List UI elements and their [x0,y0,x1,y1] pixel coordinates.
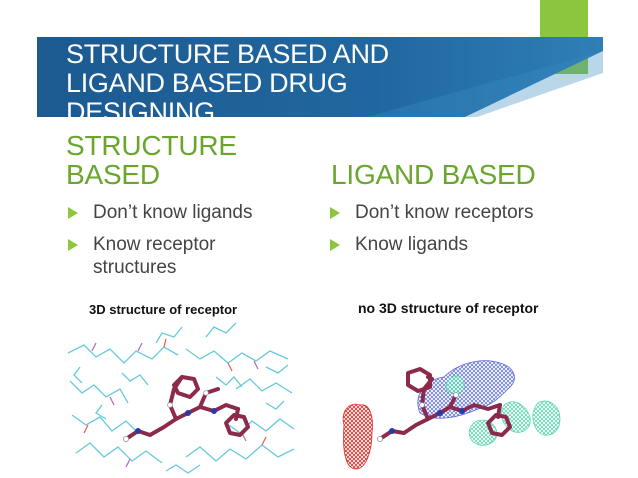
ligand-pharmacophore-image: no 3D structure of receptor [332,293,592,478]
bullet-text: Don’t know receptors [355,202,534,223]
list-item: Know receptor structures [68,233,288,279]
arrow-bullet-icon [330,239,340,251]
arrow-bullet-icon [68,239,78,251]
list-item: Know ligands [330,233,610,256]
arrow-bullet-icon [68,207,78,219]
figure-caption: 3D structure of receptor [89,302,238,317]
ligand-based-heading: LIGAND BASED [331,159,536,190]
title-banner [37,37,603,117]
receptor-structure-image: 3D structure of receptor [66,293,298,478]
arrow-bullet-icon [330,207,340,219]
ligand-based-list: Don’t know receptors Know ligands [330,201,610,265]
figure-caption: no 3D structure of receptor [358,300,539,316]
structure-based-list: Don’t know ligands Know receptor structu… [68,201,288,288]
slide-title: STRUCTURE BASED AND LIGAND BASED DRUG DE… [66,39,389,127]
list-item: Don’t know receptors [330,201,610,224]
bullet-text: Don’t know ligands [93,202,253,223]
bullet-text: Know ligands [355,234,469,255]
list-item: Don’t know ligands [68,201,288,224]
structure-based-heading: STRUCTURE BASED [66,130,237,190]
bullet-text: Know receptor structures [93,234,216,278]
